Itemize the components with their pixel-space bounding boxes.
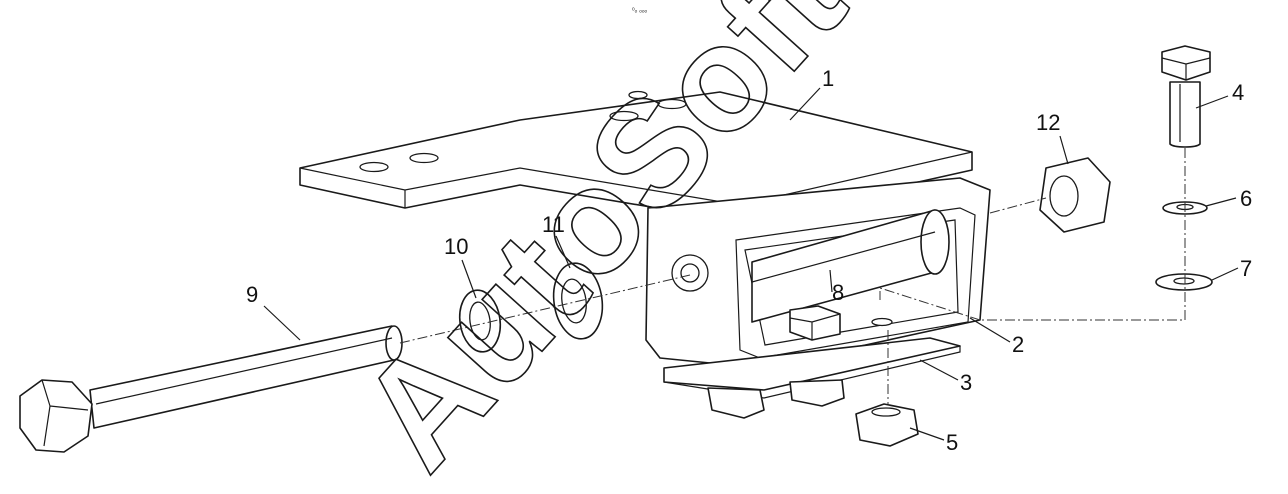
callout-11: 11 xyxy=(542,212,565,237)
callout-1: 1 xyxy=(822,66,834,91)
callout-3: 3 xyxy=(960,370,972,395)
callout-7: 7 xyxy=(1240,256,1252,281)
callout-9: 9 xyxy=(246,282,258,307)
callout-labels: 1 2 3 4 5 6 7 8 9 10 11 12 xyxy=(246,66,1252,455)
corner-mark: ᵒₒ ₒₒₒ xyxy=(632,7,648,14)
callout-12: 12 xyxy=(1036,110,1060,135)
washer-10 xyxy=(458,289,502,353)
nut-5 xyxy=(855,403,919,447)
nut-12 xyxy=(1039,157,1111,233)
leader-lines xyxy=(263,87,1239,441)
callout-6: 6 xyxy=(1240,186,1252,211)
long-bolt xyxy=(19,325,403,453)
assembly-centerlines xyxy=(399,148,1186,404)
callout-2: 2 xyxy=(1012,332,1024,357)
washer-7 xyxy=(1155,273,1213,291)
bolt-4 xyxy=(1161,45,1211,148)
callout-8: 8 xyxy=(832,280,844,305)
inner-bolt-head xyxy=(789,305,841,341)
callout-4: 4 xyxy=(1232,80,1244,105)
rubber-cushion xyxy=(751,209,950,323)
callout-5: 5 xyxy=(946,430,958,455)
base-nuts xyxy=(707,379,845,419)
callout-10: 10 xyxy=(444,234,468,259)
